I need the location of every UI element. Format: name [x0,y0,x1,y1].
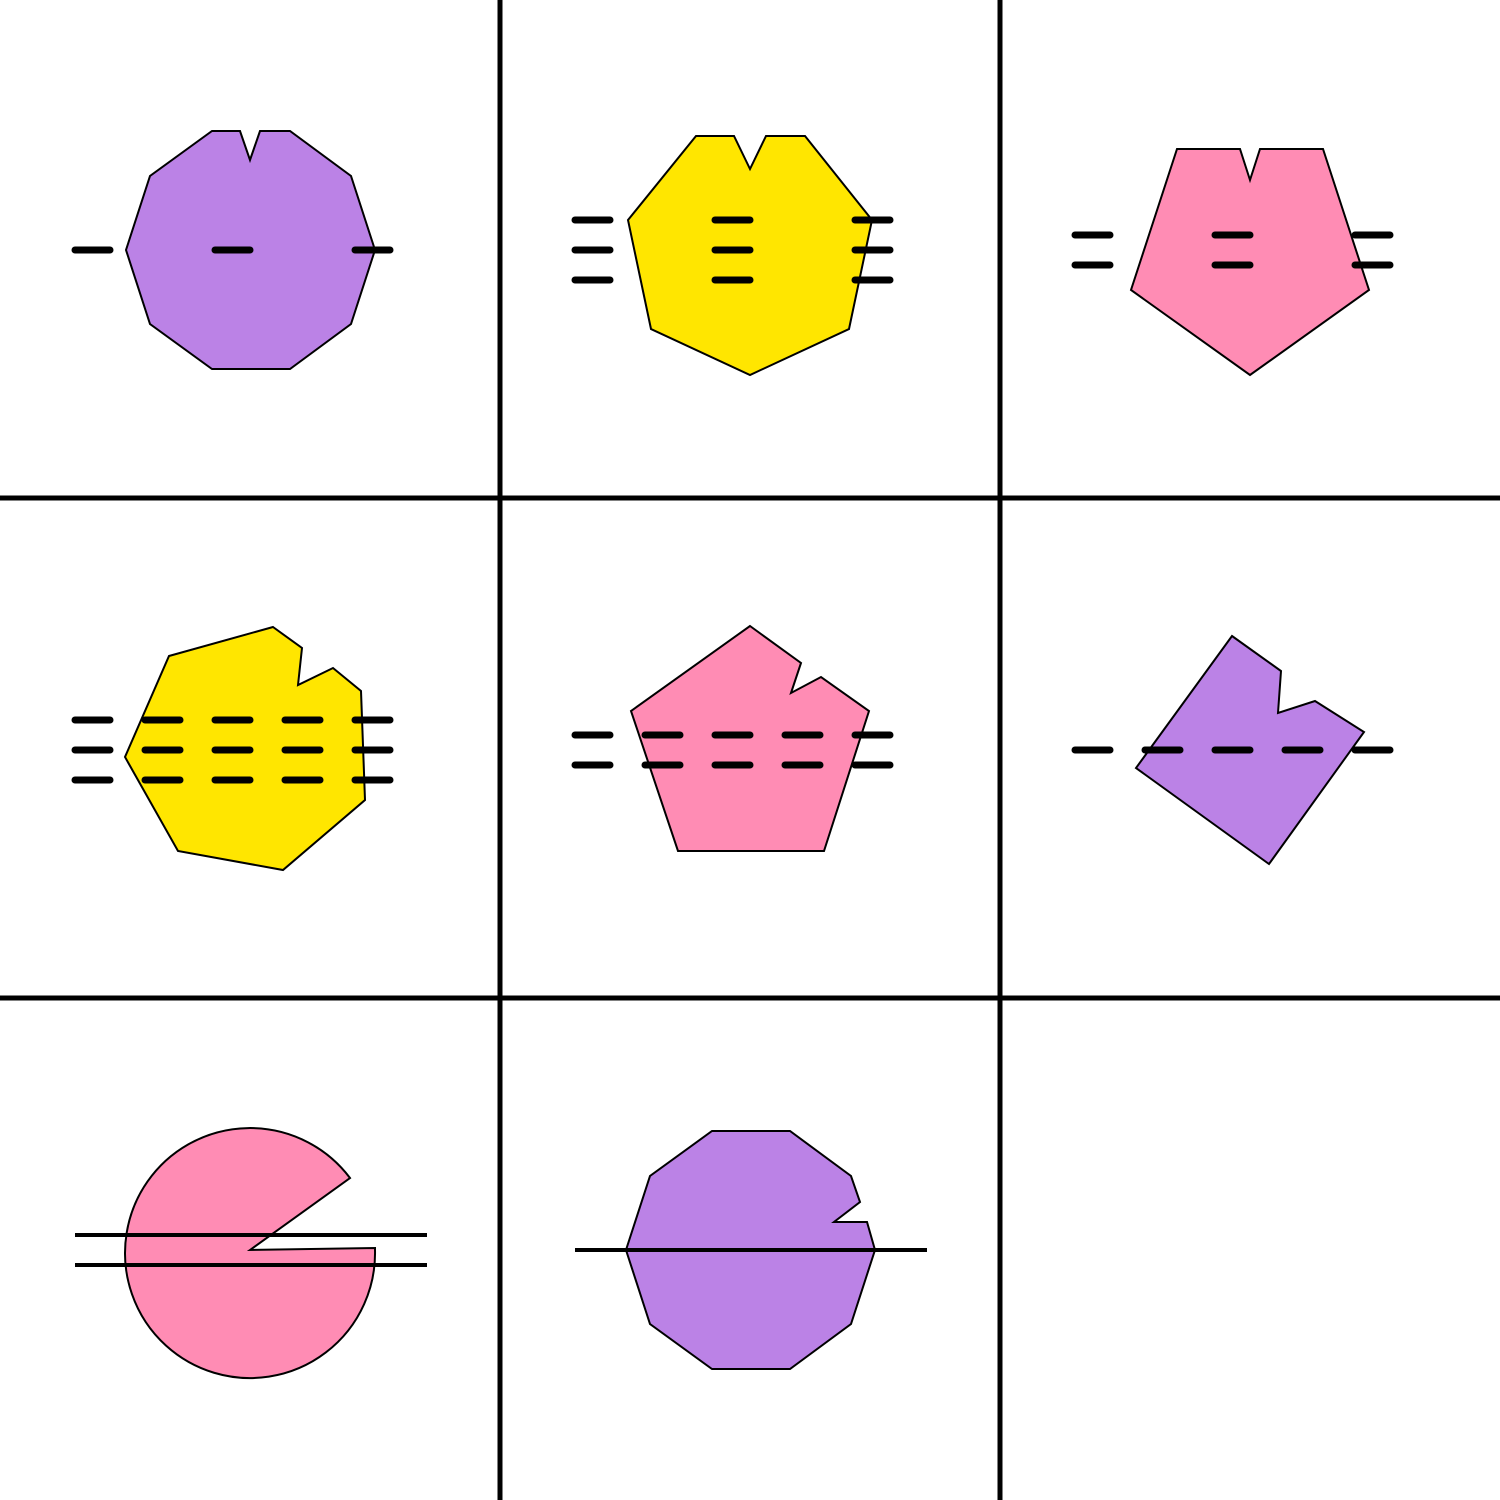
cell-r2-c3 [1071,634,1394,866]
dashed-line-group [571,216,894,284]
solid-line-group [75,1233,427,1267]
dashed-line-group [71,716,394,784]
cell-r3-c1 [75,1127,427,1379]
cell-r2-c2 [571,624,894,852]
cell-r1-c2 [571,135,894,377]
dashed-line-group [571,731,894,769]
cell-r3-c2 [575,1130,927,1370]
cell-r1-c1 [71,130,394,370]
circle-with-notch-shape [124,1127,377,1379]
cell-r2-c1 [71,625,394,872]
dashed-line-group [1071,231,1394,269]
cell-r1-c3 [1071,148,1394,377]
